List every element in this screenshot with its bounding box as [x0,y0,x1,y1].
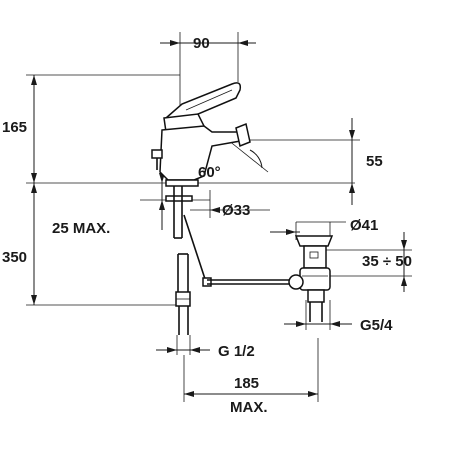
dim-handle-reach: 90 [193,35,210,52]
waste-body [299,267,331,291]
popup-rod [183,214,292,287]
mixer-body-shell [159,125,248,181]
dim-deck-thickness: 25 MAX. [52,220,110,237]
dim-base-diameter: Ø33 [222,202,250,219]
lever-handle [164,82,242,125]
spout-nozzle [235,122,251,148]
dim-waste-offset: 185 [234,375,259,392]
dim-lever-angle: 60° [198,164,221,181]
dimension-labels: 90 165 60° 55 25 MAX. Ø33 Ø41 350 35 ÷ 5… [2,35,412,416]
dim-supply-thread: G 1/2 [218,343,255,360]
waste-flange [294,235,334,247]
dim-waste-offset-note: MAX. [230,399,268,416]
dim-spout-height: 55 [366,153,383,170]
supply-hose [175,253,191,335]
mixer-body [151,82,251,239]
mixer-base [165,179,199,187]
dim-body-height: 165 [2,119,27,136]
popup-knob [151,149,163,159]
waste-assembly [288,235,334,322]
fixing-washer [165,195,193,202]
dim-waste-diameter: Ø41 [350,217,378,234]
dim-supply-length: 350 [2,249,27,266]
dim-waste-thread: G5/4 [360,317,393,334]
dimension-arrows [31,40,407,397]
dim-waste-adjust: 35 ÷ 50 [362,253,412,270]
